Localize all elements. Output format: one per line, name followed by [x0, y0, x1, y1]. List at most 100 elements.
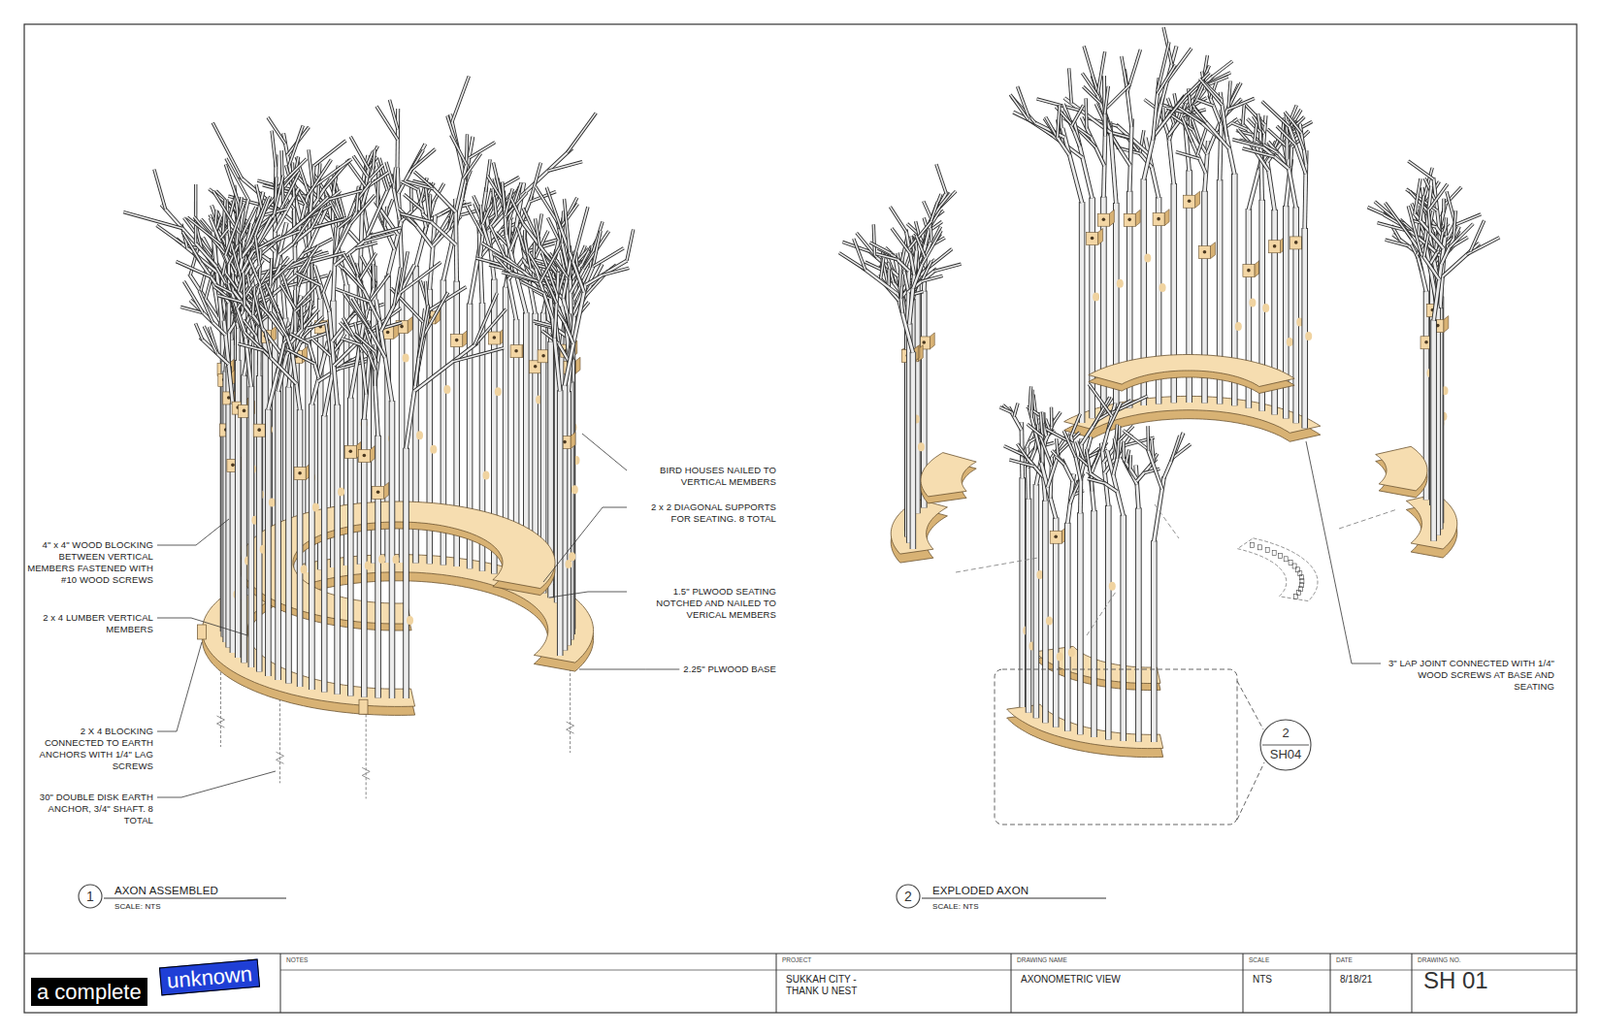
member-outline	[1228, 81, 1231, 108]
member-fill	[511, 198, 524, 225]
bird-house	[510, 345, 523, 359]
member-fill	[393, 267, 401, 307]
member-fill	[521, 282, 545, 294]
member-outline	[267, 117, 286, 144]
member-outline	[374, 435, 382, 699]
member-fill	[1121, 56, 1127, 85]
bird-house-side	[407, 317, 413, 334]
member-outline	[1057, 104, 1060, 137]
bird-house-hole	[492, 335, 497, 340]
member-outline	[556, 390, 564, 656]
member-outline	[489, 226, 505, 257]
member-outline	[1258, 113, 1261, 131]
member-fill	[626, 229, 634, 262]
member-fill	[1110, 121, 1116, 203]
wood-blocking	[443, 385, 451, 394]
member-fill	[265, 409, 271, 677]
member-fill	[1232, 139, 1264, 149]
bird-house	[253, 424, 265, 437]
member-fill	[355, 242, 378, 249]
member-fill	[931, 201, 939, 222]
member-outline	[401, 214, 432, 223]
member-outline	[285, 387, 293, 685]
member-fill	[548, 162, 584, 172]
earth-anchor-disk	[566, 721, 575, 734]
member-fill	[390, 99, 399, 130]
member-fill	[915, 221, 920, 235]
member-outline	[184, 281, 203, 313]
member-outline	[311, 208, 323, 229]
member-outline	[453, 348, 504, 362]
member-outline	[297, 258, 311, 288]
earth-anchor-disk	[276, 751, 285, 764]
member-fill	[1260, 142, 1262, 201]
member-fill	[350, 299, 369, 328]
member-outline	[240, 375, 248, 664]
member-outline	[1301, 228, 1308, 429]
member-fill	[468, 142, 495, 159]
member-fill	[295, 272, 322, 286]
member-outline	[271, 313, 288, 337]
member-fill	[375, 435, 381, 699]
member-outline	[428, 287, 466, 311]
member-fill	[350, 195, 375, 225]
member-fill	[452, 76, 469, 123]
member-fill	[453, 348, 504, 362]
member-outline	[511, 198, 524, 225]
blocking-2x4	[359, 699, 368, 715]
member-outline	[307, 340, 319, 379]
member-outline	[533, 321, 554, 327]
member-fill	[555, 272, 559, 339]
bird-house	[1152, 213, 1165, 227]
bird-house-side	[1254, 261, 1260, 278]
member-fill	[1242, 148, 1275, 158]
member-fill	[249, 386, 255, 668]
member-fill	[195, 323, 203, 340]
member-outline	[312, 159, 353, 189]
bird-house	[358, 450, 370, 463]
bird-house	[488, 331, 500, 345]
wood-blocking	[1286, 337, 1294, 347]
member-outline	[370, 228, 401, 236]
member-outline	[256, 375, 263, 672]
bird-house-hole	[1090, 236, 1095, 241]
member-fill	[187, 217, 222, 245]
bird-house-hole	[533, 364, 538, 369]
member-fill	[370, 228, 401, 236]
member-fill	[489, 226, 505, 257]
member-fill	[1105, 86, 1110, 115]
member-outline	[419, 305, 429, 359]
member-fill	[244, 331, 268, 356]
member-fill	[346, 160, 366, 188]
member-fill	[494, 255, 523, 272]
member-fill	[475, 309, 507, 345]
wood-blocking	[917, 442, 925, 452]
member-fill	[290, 333, 309, 344]
bird-house	[293, 467, 306, 481]
member-outline	[290, 333, 309, 344]
member-outline	[334, 233, 374, 266]
member-outline	[1242, 148, 1275, 158]
member-fill	[1242, 104, 1245, 125]
member-outline	[390, 99, 399, 130]
member-fill	[1072, 104, 1084, 126]
member-outline	[566, 112, 596, 153]
member-outline	[123, 212, 183, 229]
member-fill	[936, 163, 947, 194]
member-outline	[1010, 94, 1029, 120]
member-outline	[1242, 104, 1245, 125]
member-fill	[230, 403, 236, 654]
member-outline	[154, 169, 166, 210]
bird-house	[451, 334, 463, 348]
member-fill	[343, 267, 364, 291]
bird-house	[1123, 213, 1136, 227]
member-outline	[244, 331, 268, 356]
member-outline	[373, 149, 376, 169]
member-outline	[328, 190, 363, 199]
wood-blocking	[402, 354, 410, 363]
member-outline	[925, 216, 933, 245]
member-outline	[294, 283, 319, 309]
bird-house-side	[570, 432, 576, 450]
member-outline	[468, 142, 495, 159]
member-fill	[502, 182, 505, 209]
